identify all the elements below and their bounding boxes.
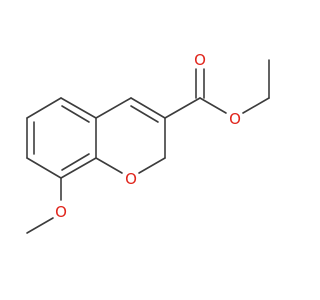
atom-label-o-methoxy: O [55, 203, 67, 221]
bond-o1-c8a [95, 157, 123, 174]
benzene-ring [26, 97, 97, 179]
oxygen-methoxy: O [55, 203, 67, 221]
bond-c2-o1 [138, 157, 166, 174]
methoxy-group [26, 177, 62, 234]
bond-oester-ch2 [242, 97, 270, 114]
ethyl-ester-group [164, 59, 270, 119]
double-bond-c4-c3 [130, 105, 159, 123]
bond-c8-c8a [60, 157, 97, 179]
double-bond-inner-c4a-c5 [61, 105, 90, 123]
bond-ccarbonyl-oester [199, 97, 227, 114]
bond-c4a-c4 [95, 97, 132, 119]
bond-c3-ccarbonyl [164, 97, 201, 119]
double-bond-inner-c8-c8a [61, 153, 90, 171]
bond-c4a-c5 [60, 97, 97, 119]
pyran-ring [95, 97, 166, 174]
oxygen-ring: O [125, 170, 137, 188]
oxygen-ester: O [229, 110, 241, 128]
atom-label-o-ring: O [125, 170, 137, 188]
bond-c7-c8 [26, 157, 62, 179]
bond-c4-c3 [130, 97, 166, 119]
atom-label-o-ester: O [229, 110, 241, 128]
molecule-structure-diagram: O O O O [26, 51, 270, 234]
oxygen-carbonyl: O [194, 51, 206, 69]
atom-label-o-carbonyl: O [194, 51, 206, 69]
bond-c5-c6 [26, 97, 62, 119]
bond-omethoxy-methyl [26, 217, 54, 234]
